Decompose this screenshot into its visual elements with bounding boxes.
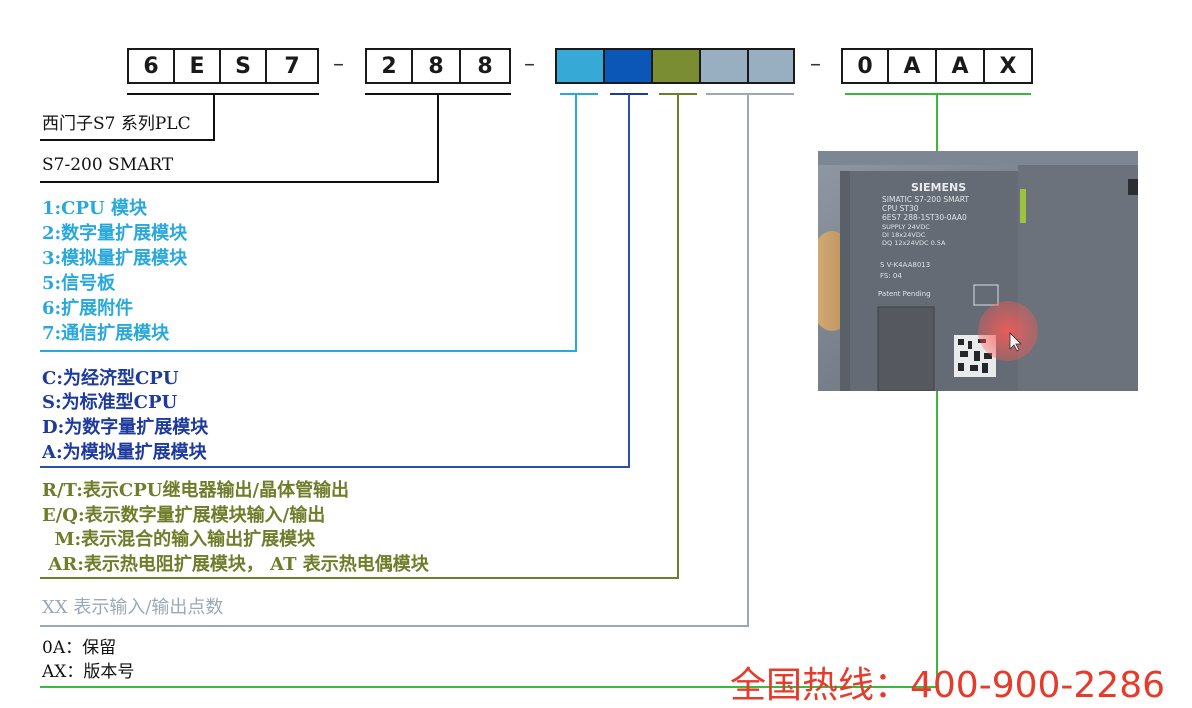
io-line-1: R/T:表示CPU继电器输出/晶体管输出: [42, 480, 350, 501]
color-box-points-1: [699, 48, 749, 84]
io-line-2: E/Q:表示数字量扩展模块输入/输出: [42, 505, 326, 526]
type-line-1: 1:CPU 模块: [42, 198, 147, 219]
photo-line3: 6ES7 288-1ST30-0AA0: [882, 213, 967, 222]
color-box-type: [555, 48, 605, 84]
connector-cpu-vertical: [628, 94, 630, 468]
label-family: S7-200 SMART: [42, 155, 174, 175]
photo-line2: CPU ST30: [882, 204, 919, 213]
color-box-points-2: [747, 48, 795, 84]
points-line: XX 表示输入/输出点数: [42, 597, 224, 618]
type-line-4: 5:信号板: [42, 273, 116, 294]
photo-patent: Patent Pending: [878, 290, 931, 298]
code-char-3: S: [219, 48, 267, 84]
code-char-10: A: [935, 48, 985, 84]
code-separator-2: –: [524, 52, 535, 77]
cpu-line-2: S:为标准型CPU: [42, 392, 178, 413]
code-char-2: E: [173, 48, 221, 84]
type-line-2: 2:数字量扩展模块: [42, 223, 188, 244]
connector-io-horizontal: [40, 577, 679, 579]
connector-points-vertical: [747, 94, 749, 627]
cpu-line-3: D:为数字量扩展模块: [42, 417, 209, 438]
photo-serial: S V-K4AA8013: [880, 261, 930, 269]
underline-group1: [127, 93, 319, 95]
io-line-4: AR:表示热电阻扩展模块， AT 表示热电偶模块: [42, 554, 429, 575]
code-char-4: 7: [265, 48, 319, 84]
type-line-3: 3:模拟量扩展模块: [42, 248, 188, 269]
connector-cpu-horizontal: [40, 466, 630, 468]
underline-points: [706, 93, 794, 95]
product-photo: SIEMENS SIMATIC S7-200 SMART CPU ST30 6E…: [818, 151, 1138, 391]
code-char-1: 6: [127, 48, 175, 84]
type-line-6: 7:通信扩展模块: [42, 323, 170, 344]
connector-io-vertical: [677, 94, 679, 579]
connector-series-horizontal: [40, 139, 215, 141]
code-char-11: X: [983, 48, 1033, 84]
io-line-3: M:表示混合的输入输出扩展模块: [42, 529, 316, 550]
photo-line5: DI 18x24VDC: [882, 231, 926, 239]
photo-brand: SIEMENS: [911, 181, 966, 194]
connector-suffix-horizontal: [40, 686, 938, 688]
color-box-cpu: [603, 48, 653, 84]
code-char-9: A: [887, 48, 937, 84]
underline-suffix: [845, 93, 1031, 95]
connector-points-horizontal: [40, 625, 749, 627]
label-series: 西门子S7 系列PLC: [42, 114, 191, 134]
suffix-line-2: AX：版本号: [42, 662, 135, 682]
code-char-5: 2: [365, 48, 413, 84]
hotline-text: 全国热线：400-900-2286: [730, 665, 1166, 706]
code-separator-3: –: [810, 52, 821, 77]
code-char-6: 8: [411, 48, 461, 84]
code-separator-1: –: [333, 52, 344, 77]
suffix-line-1: 0A：保留: [42, 638, 117, 658]
connector-family-vertical: [437, 94, 439, 182]
underline-type: [560, 93, 598, 95]
connector-suffix-vertical: [936, 94, 938, 688]
connector-type-horizontal: [40, 350, 577, 352]
connector-family-horizontal: [40, 181, 439, 183]
type-line-5: 6:扩展附件: [42, 298, 134, 319]
connector-type-vertical: [575, 94, 577, 352]
cpu-line-1: C:为经济型CPU: [42, 368, 179, 389]
photo-line1: SIMATIC S7-200 SMART: [882, 195, 969, 204]
photo-fs: FS: 04: [880, 272, 902, 280]
color-box-io: [651, 48, 701, 84]
photo-line6: DQ 12x24VDC 0.5A: [882, 239, 946, 247]
code-char-7: 8: [459, 48, 511, 84]
code-char-8: 0: [841, 48, 889, 84]
connector-series-vertical: [213, 94, 215, 140]
plc-module-illustration: SIEMENS SIMATIC S7-200 SMART CPU ST30 6E…: [818, 151, 1138, 391]
photo-line4: SUPPLY 24VDC: [882, 223, 930, 231]
cpu-line-4: A:为模拟量扩展模块: [42, 442, 207, 463]
